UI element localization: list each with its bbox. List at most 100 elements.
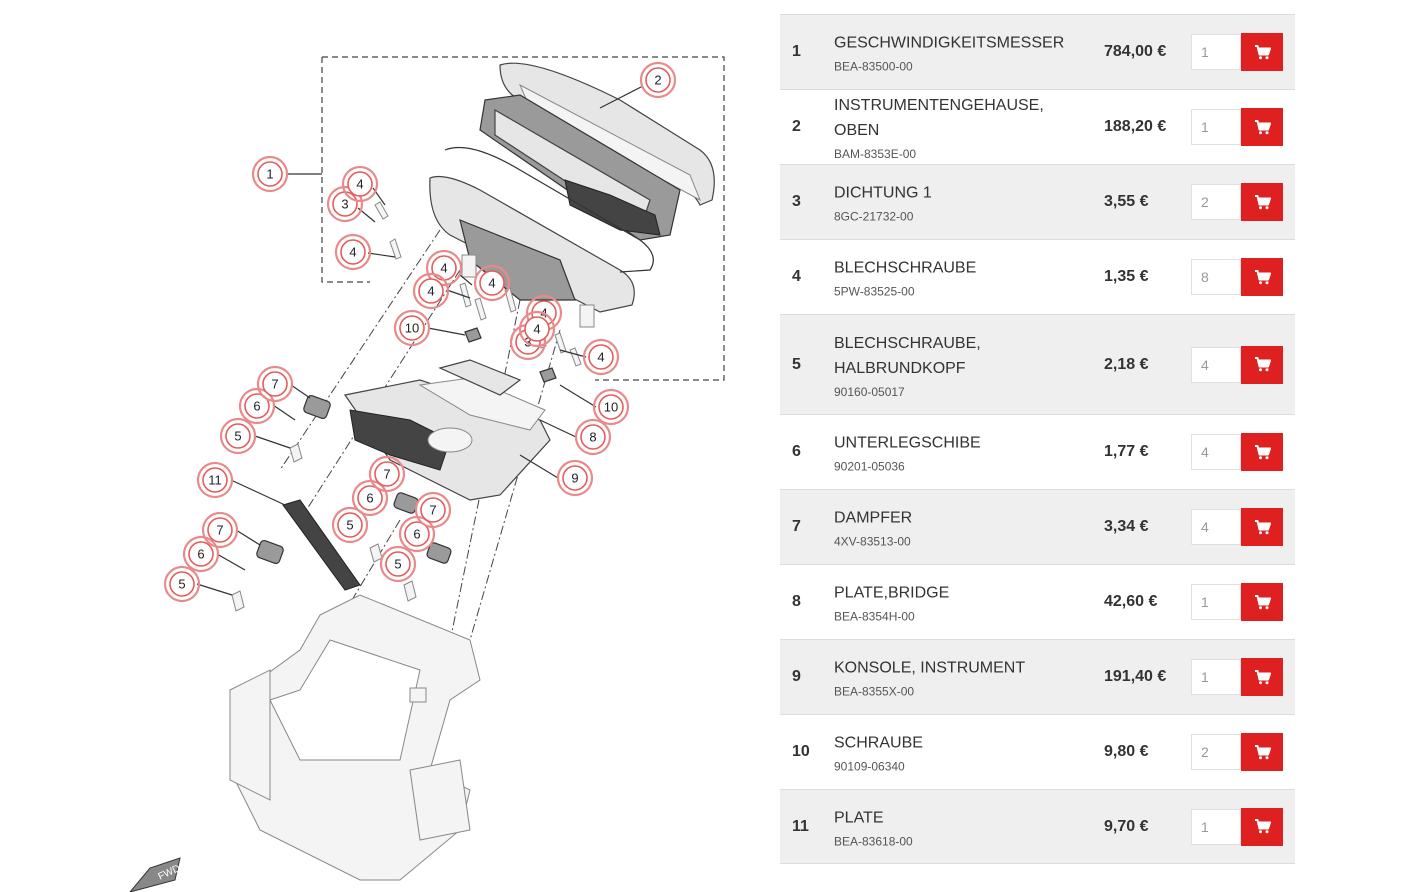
position-number: 8 xyxy=(792,593,801,610)
add-to-cart-button[interactable] xyxy=(1241,345,1283,384)
shopping-cart-icon xyxy=(1254,519,1271,534)
part-price: 9,70 € xyxy=(1104,817,1149,835)
table-row: 3 DICHTUNG 1 8GC-21732-00 3,55 € xyxy=(780,165,1295,240)
add-to-cart-button[interactable] xyxy=(1241,258,1283,296)
quantity-input[interactable] xyxy=(1191,509,1241,545)
part-price: 1,77 € xyxy=(1104,443,1149,460)
quantity-input[interactable] xyxy=(1191,734,1241,770)
quantity-input[interactable] xyxy=(1191,259,1241,295)
callout-label: 4 xyxy=(356,177,363,192)
add-to-cart-button[interactable] xyxy=(1241,33,1283,71)
callout-label: 7 xyxy=(383,467,390,482)
part-name: PLATE,BRIDGE xyxy=(834,584,950,602)
speedometer-part xyxy=(429,94,681,328)
part-price: 3,34 € xyxy=(1104,518,1149,535)
part-number: BEA-8354H-00 xyxy=(834,609,915,624)
part-price: 188,20 € xyxy=(1104,118,1167,135)
part-description: SCHRAUBE 90109-06340 xyxy=(834,731,1089,774)
callout-10: 10 xyxy=(592,388,630,426)
callout-6: 6 xyxy=(182,535,220,573)
quantity-input[interactable] xyxy=(1191,346,1241,383)
callout-4: 4 xyxy=(473,264,511,302)
callout-6: 6 xyxy=(238,387,276,425)
callout-label: 7 xyxy=(216,523,223,538)
part-number: 90109-06340 xyxy=(834,759,905,774)
quantity-input[interactable] xyxy=(1191,584,1241,620)
callout-label: 8 xyxy=(589,430,596,445)
part-price: 191,40 € xyxy=(1104,668,1167,685)
callout-1: 1 xyxy=(251,155,289,193)
add-to-cart-button[interactable] xyxy=(1241,807,1283,846)
position-number: 1 xyxy=(792,43,801,60)
add-to-cart-button[interactable] xyxy=(1241,733,1283,771)
frame-part xyxy=(229,594,481,881)
shopping-cart-icon xyxy=(1254,357,1271,372)
add-to-cart-button[interactable] xyxy=(1241,508,1283,546)
callout-label: 6 xyxy=(366,491,373,506)
position-number: 4 xyxy=(792,268,801,285)
callout-10: 10 xyxy=(393,309,431,347)
shopping-cart-icon xyxy=(1254,819,1271,834)
callout-label: 10 xyxy=(604,400,618,415)
part-name: GESCHWINDIGKEITSMESSER xyxy=(834,34,1065,52)
callout-4: 4 xyxy=(341,165,379,203)
position-number: 5 xyxy=(792,355,801,373)
callout-8: 8 xyxy=(574,418,612,456)
part-name: DICHTUNG 1 xyxy=(834,184,932,202)
shopping-cart-icon xyxy=(1254,119,1271,134)
callout-label: 3 xyxy=(524,335,531,350)
callout-label: 4 xyxy=(427,284,434,299)
part-number: 5PW-83525-00 xyxy=(834,284,915,299)
part-number: 8GC-21732-00 xyxy=(834,209,914,224)
callout-label: 9 xyxy=(571,471,578,486)
part-name: SCHRAUBE xyxy=(834,734,923,752)
add-to-cart-button[interactable] xyxy=(1241,583,1283,621)
add-to-cart-button[interactable] xyxy=(1241,183,1283,221)
table-row: 10 SCHRAUBE 90109-06340 9,80 € xyxy=(780,715,1295,790)
shopping-cart-icon xyxy=(1254,444,1271,459)
position-number: 10 xyxy=(792,743,810,760)
part-price: 784,00 € xyxy=(1104,43,1167,60)
callout-4: 4 xyxy=(582,338,620,376)
quantity-input[interactable] xyxy=(1191,434,1241,470)
part-name: BLECHSCHRAUBE, HALBRUNDKOPF xyxy=(834,334,981,377)
callout-label: 6 xyxy=(197,547,204,562)
callout-5: 5 xyxy=(163,565,201,603)
callout-label: 3 xyxy=(341,197,348,212)
callout-11: 11 xyxy=(196,461,234,499)
part-price: 3,55 € xyxy=(1104,193,1149,210)
callout-label: 5 xyxy=(346,518,353,533)
part-number: BEA-83500-00 xyxy=(834,59,913,74)
callout-label: 4 xyxy=(597,350,604,365)
part-price: 9,80 € xyxy=(1104,743,1149,760)
quantity-input[interactable] xyxy=(1191,184,1241,220)
callout-2: 2 xyxy=(639,61,677,99)
position-number: 6 xyxy=(792,443,801,460)
position-number: 3 xyxy=(792,193,801,210)
part-number: 90201-05036 xyxy=(834,459,905,474)
callout-label: 4 xyxy=(488,276,495,291)
quantity-input[interactable] xyxy=(1191,34,1241,70)
shopping-cart-icon xyxy=(1254,744,1271,759)
quantity-input[interactable] xyxy=(1191,659,1241,695)
part-price: 42,60 € xyxy=(1104,593,1158,610)
quantity-input[interactable] xyxy=(1191,109,1241,145)
add-to-cart-button[interactable] xyxy=(1241,658,1283,696)
add-to-cart-button[interactable] xyxy=(1241,433,1283,471)
add-to-cart-button[interactable] xyxy=(1241,108,1283,146)
callout-label: 10 xyxy=(405,321,419,336)
callout-label: 4 xyxy=(440,261,447,276)
quantity-input[interactable] xyxy=(1191,808,1241,845)
callout-5: 5 xyxy=(379,545,417,583)
part-number: 4XV-83513-00 xyxy=(834,534,911,549)
